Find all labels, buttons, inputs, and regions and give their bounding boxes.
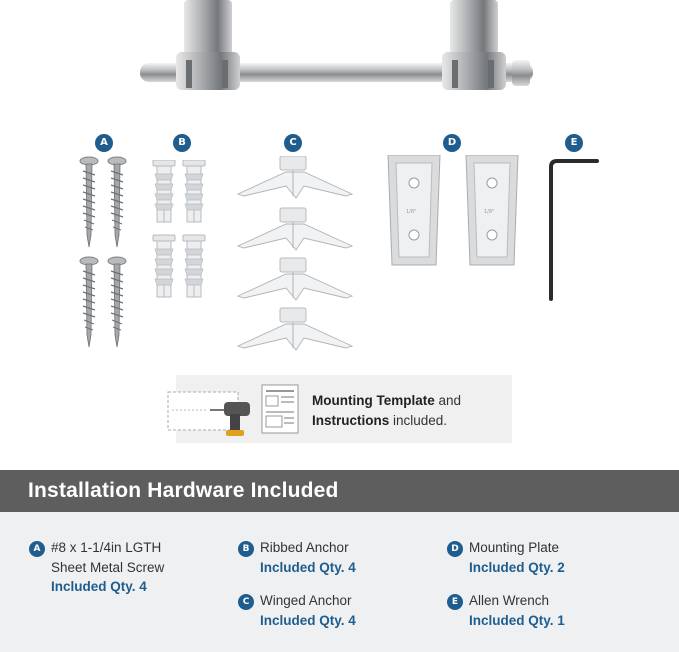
banner: [0, 470, 679, 512]
badge-e: E: [565, 134, 583, 152]
item-badge-c: C: [238, 594, 254, 610]
hardware-list-panel: [0, 512, 679, 652]
screw-icon: [79, 156, 127, 348]
item-badge-b: B: [238, 541, 254, 557]
item-ribbed-name: Ribbed Anchor: [260, 540, 349, 555]
item-wrench-qty: Included Qty. 1: [469, 612, 565, 628]
item-ribbed-anchor: Ribbed Anchor Included Qty. 4: [260, 538, 356, 577]
template-bold-2: Instructions: [312, 413, 390, 428]
item-screw: #8 x 1-1/4in LGTH Sheet Metal Screw Incl…: [51, 538, 164, 597]
item-plate-qty: Included Qty. 2: [469, 559, 565, 575]
item-plate-name: Mounting Plate: [469, 540, 560, 555]
badge-a: A: [95, 134, 113, 152]
item-screw-name-2: Sheet Metal Screw: [51, 559, 165, 575]
item-badge-d: D: [447, 541, 463, 557]
item-winged-anchor: Winged Anchor Included Qty. 4: [260, 591, 356, 630]
badge-d: D: [443, 134, 461, 152]
item-screw-qty: Included Qty. 4: [51, 579, 147, 594]
item-badge-e: E: [447, 594, 463, 610]
badge-b: B: [173, 134, 191, 152]
template-bold-1: Mounting Template: [312, 393, 435, 408]
badge-c: C: [284, 134, 302, 152]
item-ribbed-qty: Included Qty. 4: [260, 559, 356, 575]
item-allen-wrench: Allen Wrench Included Qty. 1: [469, 591, 565, 630]
towel-bar-image: [140, 0, 533, 90]
banner-title: Installation Hardware Included: [28, 479, 339, 502]
template-rest-1: and: [434, 393, 462, 408]
winged-anchor-icon: [236, 156, 354, 351]
mounting-plate-icon: 1/8" 1/8": [387, 155, 519, 266]
instruction-sheet-icon: [261, 384, 299, 434]
item-wrench-name: Allen Wrench: [469, 593, 550, 608]
template-rest-2: included.: [389, 413, 448, 428]
item-winged-name: Winged Anchor: [260, 593, 352, 608]
item-screw-name-1: #8 x 1-1/4in LGTH: [51, 540, 162, 555]
ribbed-anchor-icon: [152, 160, 206, 298]
item-badge-a: A: [29, 541, 45, 557]
plate-marking: 1/8": [484, 209, 494, 215]
drill-icon: [167, 391, 250, 436]
item-winged-qty: Included Qty. 4: [260, 612, 356, 628]
plate-marking: 1/8": [406, 209, 416, 215]
item-mounting-plate: Mounting Plate Included Qty. 2: [469, 538, 565, 577]
template-text: Mounting Template and Instructions inclu…: [312, 391, 461, 431]
allen-wrench-icon: [549, 159, 599, 301]
